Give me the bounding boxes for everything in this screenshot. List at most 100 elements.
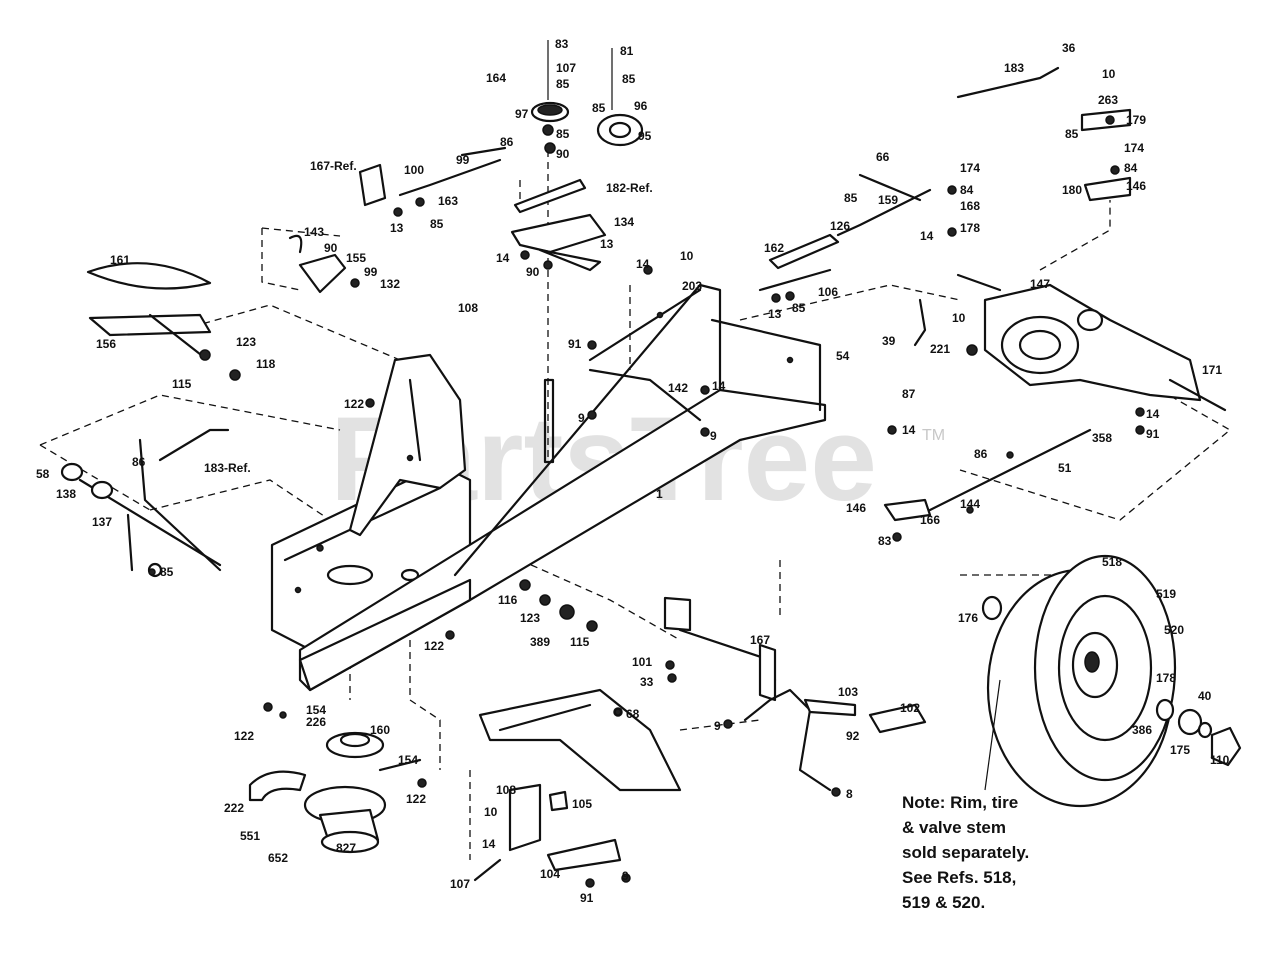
callout-label: 14 <box>902 423 916 437</box>
pedal-pad <box>86 262 212 290</box>
callout-label: 115 <box>570 635 590 649</box>
callout-label: 99 <box>456 153 470 167</box>
callout-label: 13 <box>390 221 404 235</box>
callout-label: 54 <box>836 349 850 363</box>
callout-label: 123 <box>236 335 256 349</box>
callout-label: 92 <box>846 729 860 743</box>
callout-label: 86 <box>500 135 514 149</box>
callout-label: 146 <box>846 501 866 515</box>
callout-label: 161 <box>110 253 130 267</box>
callout-label: 14 <box>496 251 510 265</box>
callout-label: 33 <box>640 675 654 689</box>
callout-label: 143 <box>304 225 324 239</box>
callout-label: 105 <box>572 797 592 811</box>
callout-label: 162 <box>764 241 784 255</box>
callout-label: 108 <box>496 783 516 797</box>
callout-label: 85 <box>430 217 444 231</box>
callout-label: 104 <box>540 867 560 881</box>
callout-label: 84 <box>960 183 974 197</box>
callout-label: 183-Ref. <box>204 461 251 475</box>
callout-label: 156 <box>96 337 116 351</box>
pto-clutch <box>248 702 427 854</box>
callout-label: 51 <box>1058 461 1072 475</box>
callout-label: 652 <box>268 851 288 865</box>
callout-label: 166 <box>920 513 940 527</box>
callout-label: 14 <box>482 837 496 851</box>
callout-label: 91 <box>1146 427 1160 441</box>
callout-label: 182-Ref. <box>606 181 653 195</box>
note-line-4: See Refs. 518, <box>902 868 1016 887</box>
callout-label: 90 <box>526 265 540 279</box>
callout-label: 85 <box>622 72 636 86</box>
callout-label: 84 <box>1124 161 1138 175</box>
callout-label: 180 <box>1062 183 1082 197</box>
callout-label: 99 <box>364 265 378 279</box>
callout-label: 118 <box>256 357 276 371</box>
callout-label: 519 <box>1156 587 1176 601</box>
callout-label: 103 <box>838 685 858 699</box>
idler-pulleys <box>530 40 644 154</box>
callout-label: 178 <box>1156 671 1176 685</box>
note-leader <box>984 679 1001 791</box>
callout-label: 171 <box>1202 363 1222 377</box>
callout-label: 134 <box>614 215 634 229</box>
callout-label: 386 <box>1132 723 1152 737</box>
callout-label: 14 <box>920 229 934 243</box>
callout-label: 221 <box>930 342 950 356</box>
callout-label: 86 <box>974 447 988 461</box>
callout-label: 85 <box>792 301 806 315</box>
callout-label: 122 <box>406 792 426 806</box>
callout-label: 122 <box>424 639 444 653</box>
callout-label: 95 <box>638 129 652 143</box>
callout-label: 106 <box>818 285 838 299</box>
transaxle <box>956 273 1227 412</box>
callout-label: 68 <box>626 707 640 721</box>
note-line-5: 519 & 520. <box>902 893 985 912</box>
callout-label: 9 <box>714 719 721 733</box>
callout-label: 123 <box>520 611 540 625</box>
callout-label: 97 <box>515 107 529 121</box>
callout-label: 174 <box>1124 141 1144 155</box>
callout-label: 146 <box>1126 179 1146 193</box>
callout-label: 222 <box>224 801 244 815</box>
callout-label: 203 <box>682 279 702 293</box>
callout-label: 138 <box>56 487 76 501</box>
callout-label: 102 <box>900 701 920 715</box>
callout-label: 9 <box>710 429 717 443</box>
callout-label: 9 <box>622 869 629 883</box>
rear-wheel <box>981 554 1242 808</box>
callout-label: 83 <box>878 534 892 548</box>
callout-label: 163 <box>438 194 458 208</box>
callout-label: 147 <box>1030 277 1050 291</box>
callout-labels: 83 107 85 164 97 85 90 81 85 85 96 95 36… <box>36 37 1230 905</box>
callout-label: 87 <box>902 387 916 401</box>
callout-label: 107 <box>450 877 470 891</box>
callout-label: 160 <box>370 723 390 737</box>
callout-label: 85 <box>556 127 570 141</box>
callout-label: 178 <box>960 221 980 235</box>
callout-label: 9 <box>578 411 585 425</box>
callout-label: 58 <box>36 467 50 481</box>
callout-label: 101 <box>632 655 652 669</box>
callout-label: 36 <box>1062 41 1076 55</box>
callout-label: 116 <box>498 593 518 607</box>
small-hardware <box>148 115 1145 797</box>
callout-label: 91 <box>580 891 594 905</box>
callout-label: 122 <box>234 729 254 743</box>
note-line-3: sold separately. <box>902 843 1029 862</box>
callout-label: 1 <box>656 487 663 501</box>
callout-label: 14 <box>636 257 650 271</box>
callout-label: 176 <box>958 611 978 625</box>
callout-label: 66 <box>876 150 890 164</box>
callout-label: 164 <box>486 71 506 85</box>
callout-label: 39 <box>882 334 896 348</box>
callout-label: 85 <box>1065 127 1079 141</box>
callout-label: 85 <box>592 101 606 115</box>
callout-label: 10 <box>952 311 966 325</box>
callout-label: 14 <box>712 379 726 393</box>
callout-label: 85 <box>556 77 570 91</box>
callout-label: 174 <box>960 161 980 175</box>
callout-label: 100 <box>404 163 424 177</box>
callout-label: 144 <box>960 497 980 511</box>
main-frame <box>270 283 827 692</box>
